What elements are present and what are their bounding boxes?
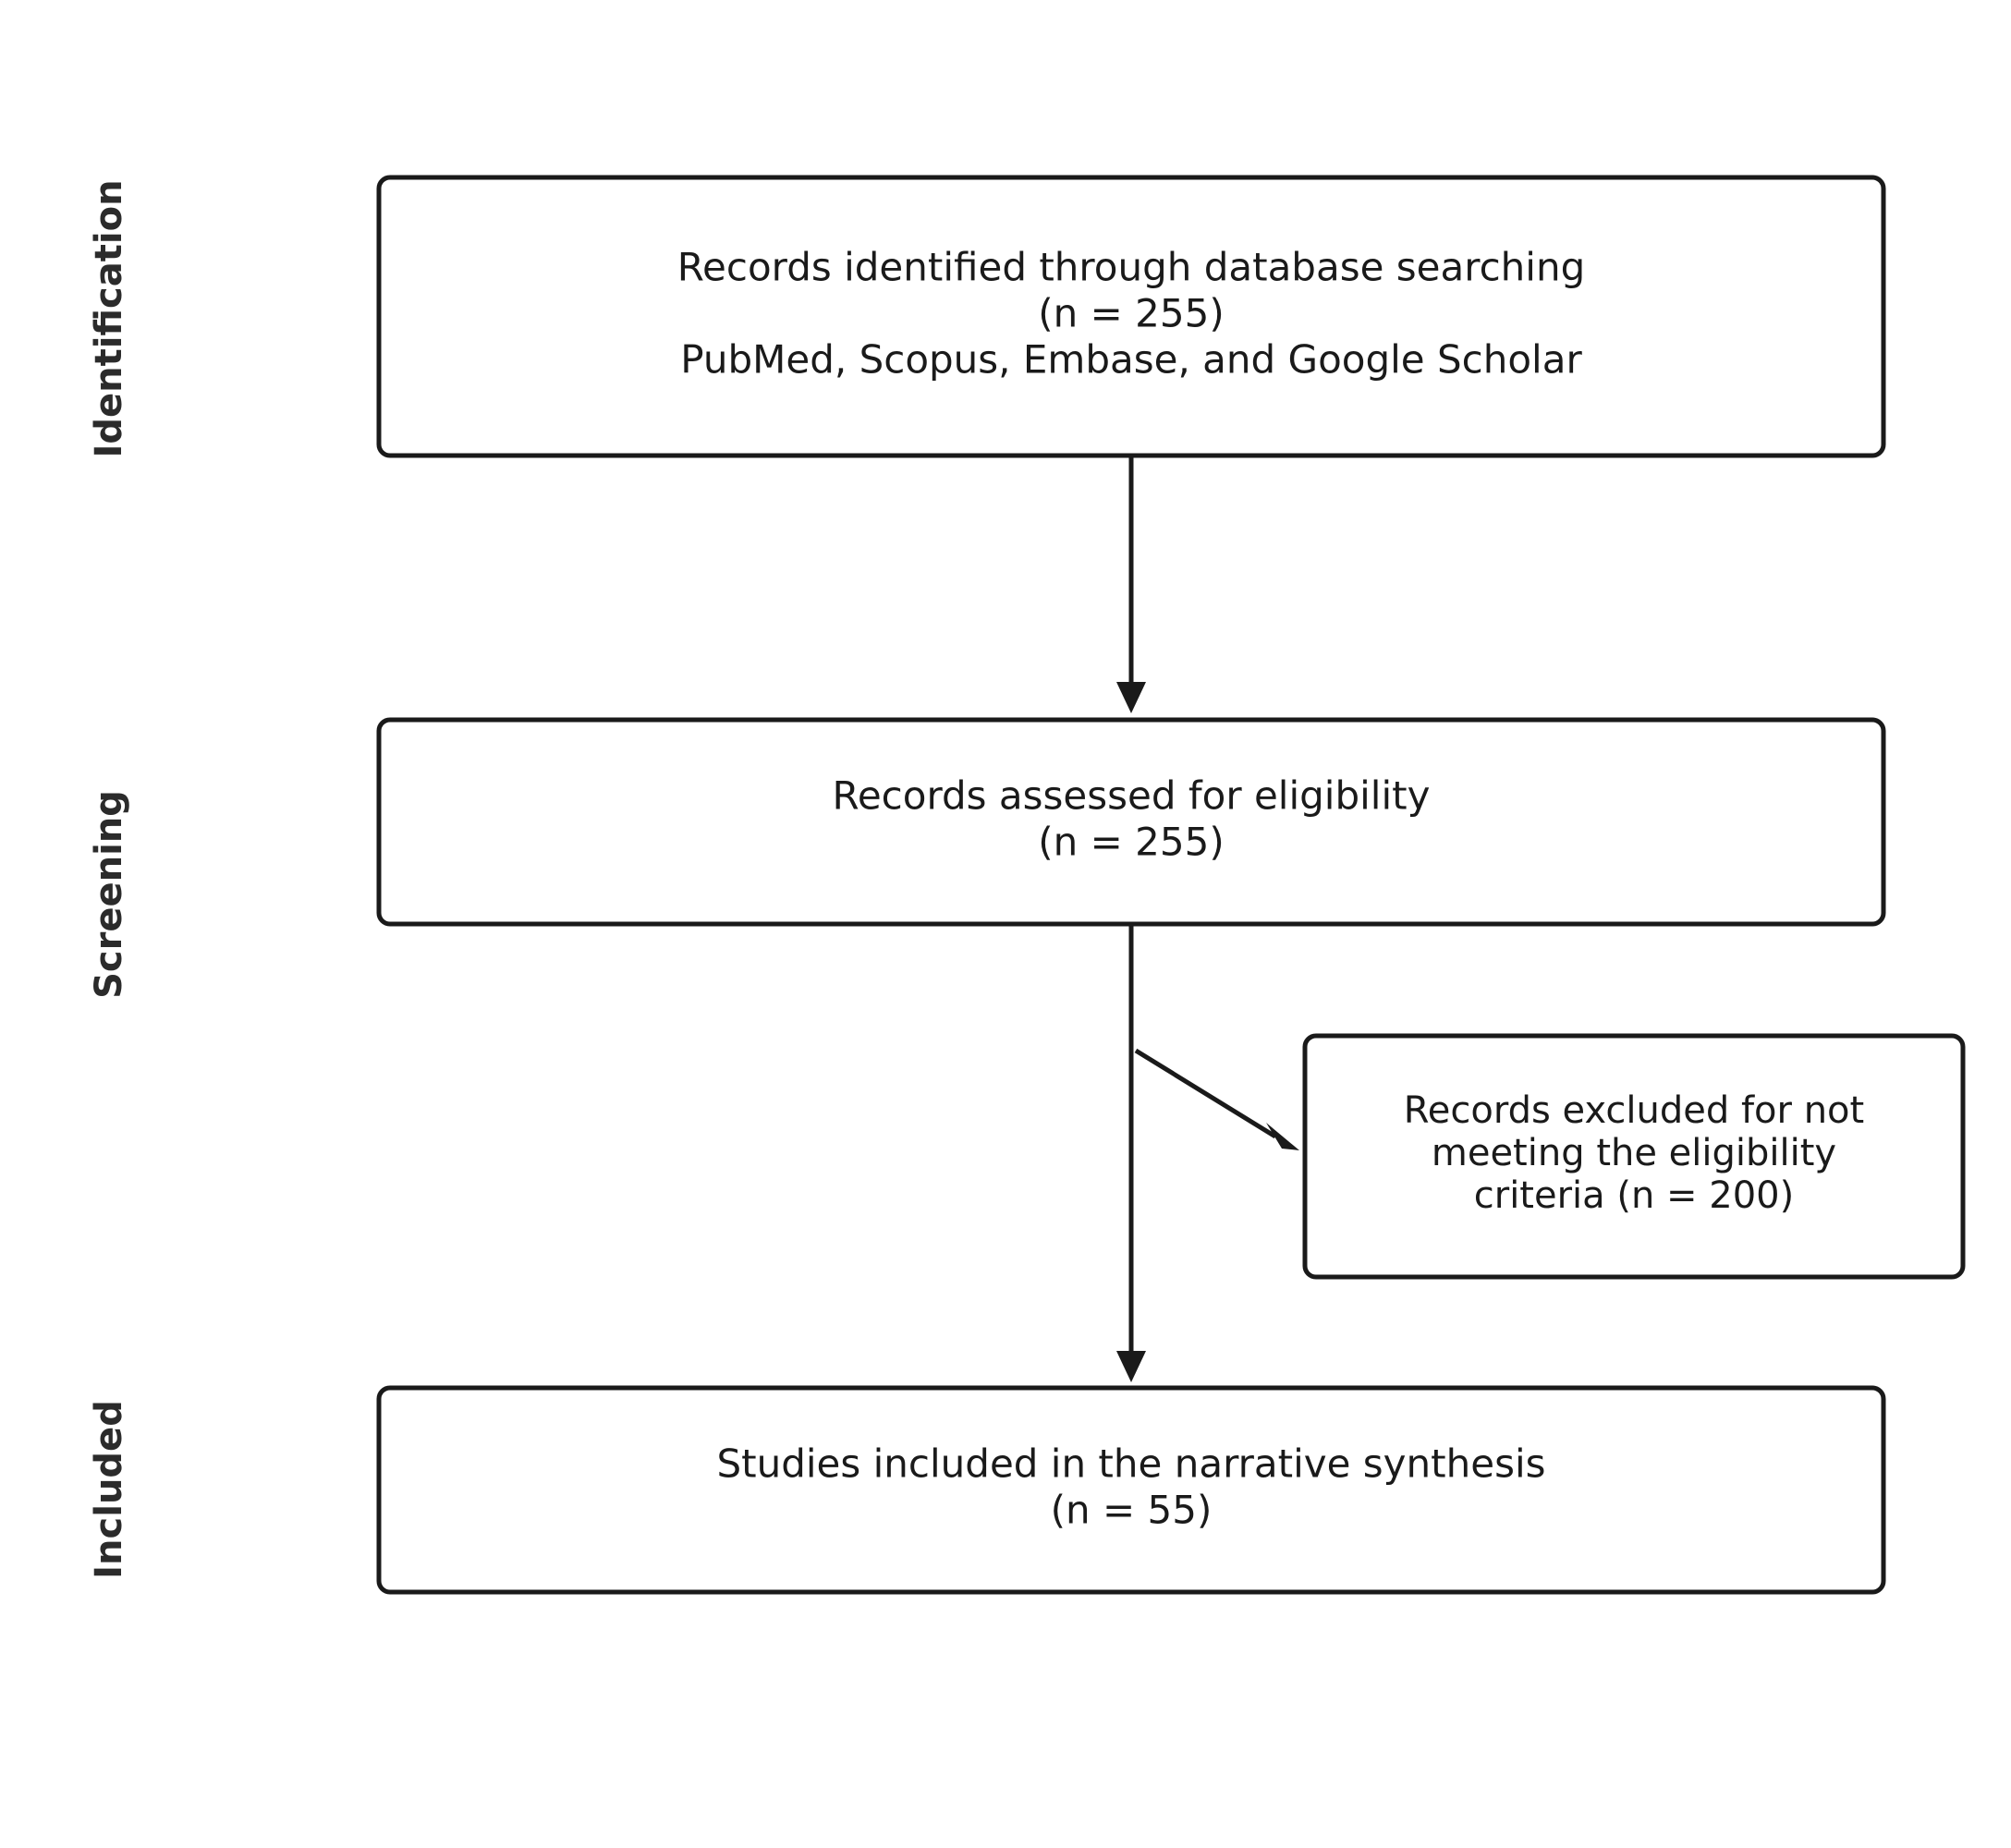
box-studies-included-line1: Studies included in the narrative synthe… (716, 1441, 1545, 1487)
box-records-identified-line1: Records identified through database sear… (677, 245, 1586, 290)
box-records-assessed-count: (n = 255) (1038, 820, 1224, 865)
box-records-identified: Records identified through database sear… (376, 175, 1886, 458)
box-records-excluded-line2: meeting the eligibility (1432, 1132, 1836, 1174)
stage-label-included: Included (88, 1400, 130, 1579)
box-records-excluded: Records excluded for not meeting the eli… (1302, 1033, 1966, 1280)
stage-label-identification: Identification (88, 179, 130, 457)
box-records-excluded-line3: criteria (n = 200) (1474, 1174, 1794, 1217)
arrow-to-excluded (1134, 1048, 1299, 1150)
arrow-assessed-to-included (1116, 924, 1146, 1382)
box-studies-included-count: (n = 55) (1051, 1488, 1213, 1533)
box-records-excluded-line1: Records excluded for not (1404, 1089, 1864, 1132)
box-studies-included-frame (376, 1385, 1886, 1595)
box-records-identified-count: (n = 255) (1038, 291, 1224, 336)
box-records-assessed: Records assessed for eligibility (n = 25… (376, 717, 1886, 927)
stage-label-screening: Screening (88, 790, 130, 999)
arrow-identified-to-assessed (1116, 456, 1146, 713)
box-records-identified-sources: PubMed, Scopus, Embase, and Google Schol… (680, 337, 1582, 383)
box-records-excluded-frame (1302, 1033, 1966, 1280)
box-studies-included: Studies included in the narrative synthe… (376, 1385, 1886, 1595)
box-records-assessed-line1: Records assessed for eligibility (833, 773, 1431, 819)
